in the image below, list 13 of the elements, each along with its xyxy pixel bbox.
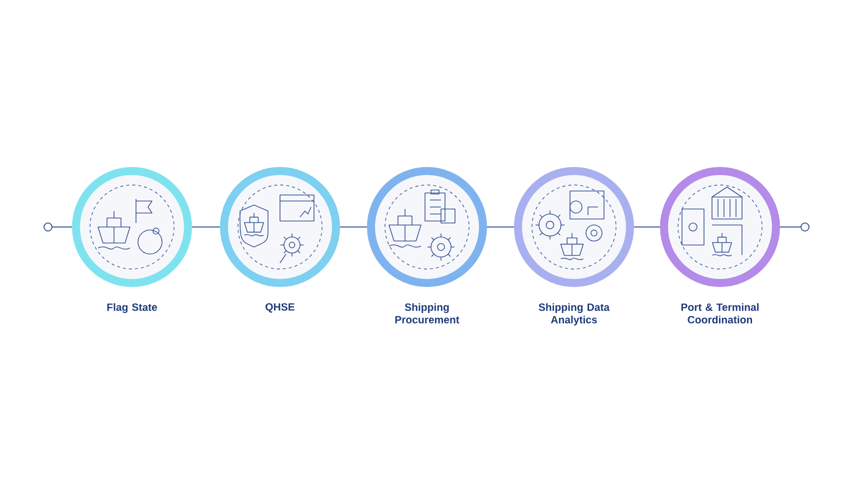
connector-line [486, 226, 514, 228]
connector-line [780, 226, 801, 228]
step-label: QHSE [266, 303, 294, 313]
connector-line [52, 226, 72, 228]
end-dot [800, 222, 810, 232]
end-dot [44, 222, 52, 232]
step-label: Shipping Procurement [395, 303, 460, 324]
step-label: Shipping Data Analytics [538, 303, 610, 326]
connector-line [192, 226, 220, 228]
step-label: Port & Terminal Coordination [681, 303, 759, 324]
connector-line [634, 226, 660, 228]
step-label: Flag State [107, 303, 158, 314]
connector-line [340, 226, 368, 228]
